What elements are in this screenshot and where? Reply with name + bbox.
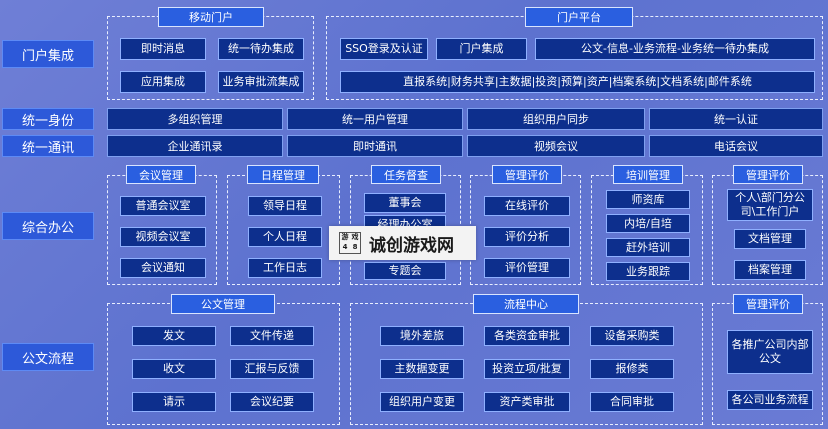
normal-meeting-room-button[interactable]: 普通会议室 — [120, 196, 206, 216]
row-label-doc: 公文流程 — [2, 343, 94, 371]
archive-manage-button[interactable]: 档案管理 — [734, 260, 806, 280]
row-label-comm: 统一通讯 — [2, 135, 94, 157]
watermark-logo-char: 戏 — [351, 233, 359, 241]
identity-user-mgmt: 统一用户管理 — [287, 108, 463, 130]
leader-schedule-button[interactable]: 领导日程 — [248, 196, 322, 216]
watermark-logo-char: 游 — [341, 233, 349, 241]
mobile-portal-header: 移动门户 — [158, 7, 264, 27]
docmgmt-header: 公文管理 — [171, 294, 275, 314]
asset-approval-button[interactable]: 资产类审批 — [484, 392, 570, 412]
meeting-minutes-button[interactable]: 会议纪要 — [230, 392, 314, 412]
org-user-change-button[interactable]: 组织用户变更 — [380, 392, 464, 412]
flow-center-header: 流程中心 — [473, 294, 579, 314]
instant-message-button[interactable]: 即时消息 — [120, 38, 206, 60]
contract-approval-button[interactable]: 合同审批 — [590, 392, 674, 412]
board-meeting-button[interactable]: 董事会 — [364, 193, 446, 213]
watermark-logo-icon: 游 戏 4 8 — [339, 232, 361, 254]
eval-manage-button[interactable]: 评价管理 — [484, 258, 570, 278]
meeting-notice-button[interactable]: 会议通知 — [120, 258, 206, 278]
portal-platform-header: 门户平台 — [525, 7, 633, 27]
equipment-purchase-button[interactable]: 设备采购类 — [590, 326, 674, 346]
internal-training-button[interactable]: 内培/自培 — [606, 214, 690, 233]
request-button[interactable]: 请示 — [132, 392, 216, 412]
overseas-travel-button[interactable]: 境外差旅 — [380, 326, 464, 346]
schedule-header: 日程管理 — [247, 165, 319, 184]
watermark-logo-char: 4 — [342, 243, 348, 251]
eval-header: 管理评价 — [492, 165, 562, 184]
teacher-pool-button[interactable]: 师资库 — [606, 190, 690, 209]
meeting-header: 会议管理 — [126, 165, 196, 184]
video-meeting-room-button[interactable]: 视频会议室 — [120, 227, 206, 247]
unified-todo-button[interactable]: 统一待办集成 — [218, 38, 304, 60]
row-label-office: 综合办公 — [2, 212, 94, 240]
task-header: 任务督查 — [371, 165, 441, 184]
eval3-header: 管理评价 — [733, 294, 803, 314]
identity-auth: 统一认证 — [649, 108, 823, 130]
company-business-flow-button[interactable]: 各公司业务流程 — [727, 390, 813, 410]
portal-integration-button[interactable]: 门户集成 — [436, 38, 527, 60]
company-internal-doc-button[interactable]: 各推广公司内部公文 — [727, 330, 813, 374]
comm-phone: 电话会议 — [649, 135, 823, 157]
app-integration-button[interactable]: 应用集成 — [120, 71, 206, 93]
investment-approval-button[interactable]: 投资立项/批复 — [484, 359, 570, 379]
work-portal-button[interactable]: 个人\部门分公司\工作门户 — [727, 189, 813, 221]
watermark-logo-char: 8 — [352, 243, 358, 251]
row-label-portal: 门户集成 — [2, 40, 94, 68]
sso-login-button[interactable]: SSO登录及认证 — [340, 38, 428, 60]
receive-doc-button[interactable]: 收文 — [132, 359, 216, 379]
comm-video: 视频会议 — [467, 135, 645, 157]
report-feedback-button[interactable]: 汇报与反馈 — [230, 359, 314, 379]
identity-user-sync: 组织用户同步 — [467, 108, 645, 130]
personal-schedule-button[interactable]: 个人日程 — [248, 227, 322, 247]
row-label-identity: 统一身份 — [2, 108, 94, 130]
doc-manage-button[interactable]: 文档管理 — [734, 229, 806, 249]
master-data-change-button[interactable]: 主数据变更 — [380, 359, 464, 379]
send-doc-button[interactable]: 发文 — [132, 326, 216, 346]
work-log-button[interactable]: 工作日志 — [248, 258, 322, 278]
fund-approval-button[interactable]: 各类资金审批 — [484, 326, 570, 346]
external-training-button[interactable]: 赶外培训 — [606, 238, 690, 257]
business-tracking-button[interactable]: 业务跟踪 — [606, 262, 690, 281]
eval2-header: 管理评价 — [733, 165, 803, 184]
comm-instant: 即时通讯 — [287, 135, 463, 157]
unified-todo-integration-button[interactable]: 公文-信息-业务流程-业务统一待办集成 — [535, 38, 815, 60]
watermark-banner: 游 戏 4 8 诚创游戏网 — [329, 226, 476, 260]
repair-button[interactable]: 报修类 — [590, 359, 674, 379]
training-header: 培训管理 — [613, 165, 683, 184]
online-eval-button[interactable]: 在线评价 — [484, 196, 570, 216]
watermark-text: 诚创游戏网 — [369, 235, 454, 256]
platform-systems-strip: 直报系统|财务共享|主数据|投资|预算|资产|档案系统|文档系统|邮件系统 — [340, 71, 815, 93]
approval-flow-button[interactable]: 业务审批流集成 — [218, 71, 304, 93]
comm-directory: 企业通讯录 — [107, 135, 283, 157]
eval-analysis-button[interactable]: 评价分析 — [484, 227, 570, 247]
identity-multi-org: 多组织管理 — [107, 108, 283, 130]
file-transfer-button[interactable]: 文件传递 — [230, 326, 314, 346]
special-meeting-button[interactable]: 专题会 — [364, 262, 446, 280]
